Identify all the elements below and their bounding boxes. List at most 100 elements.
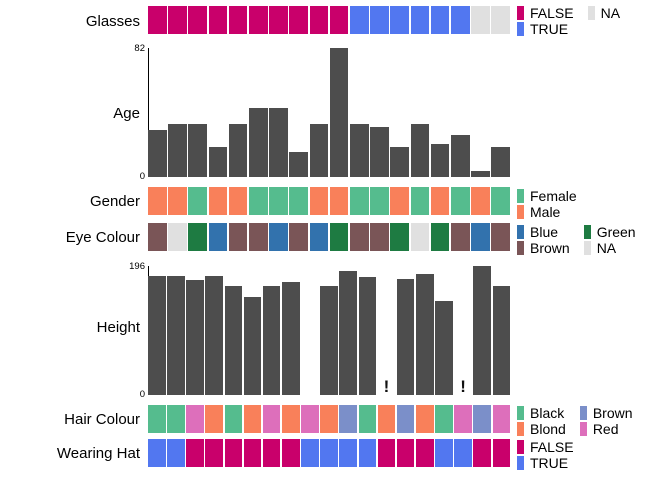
bar-slot-height-0: [148, 266, 166, 395]
bar: [167, 275, 185, 395]
cell-glasses-9: [329, 6, 349, 34]
bar: [435, 300, 453, 395]
bar-slot-age-11: [370, 48, 389, 177]
cell-hair-colour-5: [243, 405, 262, 433]
legend-item-green[interactable]: Green: [583, 225, 636, 239]
bar: [370, 126, 389, 177]
legend-swatch-icon: [517, 456, 524, 470]
bar: [471, 170, 490, 177]
cell-glasses-1: [168, 6, 187, 34]
cell-wearing-hat-8: [301, 439, 319, 467]
cell-hair-colour-15: [435, 405, 453, 433]
legend-item-true[interactable]: TRUE: [517, 456, 574, 470]
bar-slot-age-2: [188, 48, 208, 177]
bar-slot-age-1: [168, 48, 187, 177]
cell-eye-colour-10: [350, 223, 369, 251]
legend-item-na[interactable]: NA: [587, 5, 621, 21]
legend-glasses: FALSE NA TRUE: [517, 6, 620, 36]
bar: [249, 107, 268, 177]
cell-gender-9: [329, 187, 349, 215]
bar: [224, 285, 243, 395]
cell-hair-colour-18: [492, 405, 511, 433]
legend-swatch-icon: [517, 189, 524, 203]
legend-label: NA: [596, 240, 617, 256]
bar: [492, 285, 511, 395]
bar-slot-age-5: [249, 48, 268, 177]
legend-item-brown[interactable]: Brown: [579, 406, 633, 420]
cell-wearing-hat-14: [415, 439, 434, 467]
bar: [329, 48, 349, 177]
cell-hair-colour-9: [320, 405, 338, 433]
cell-glasses-7: [289, 6, 309, 34]
legend-label: Blue: [530, 224, 559, 240]
cell-gender-7: [289, 187, 309, 215]
legend-item-na[interactable]: NA: [583, 240, 636, 256]
cell-wearing-hat-9: [320, 439, 338, 467]
cell-eye-colour-3: [208, 223, 228, 251]
cell-gender-14: [430, 187, 450, 215]
legend-item-blue[interactable]: Blue: [517, 225, 570, 239]
cell-eye-colour-12: [390, 223, 410, 251]
bar: [148, 129, 167, 177]
cell-gender-4: [228, 187, 248, 215]
legend-item-false[interactable]: FALSE: [517, 440, 574, 454]
bar: [309, 123, 329, 177]
cell-hair-colour-3: [205, 405, 223, 433]
cell-glasses-2: [188, 6, 208, 34]
legend-item-brown[interactable]: Brown: [517, 241, 570, 255]
strip-gender: [148, 187, 511, 215]
bar-slot-age-9: [329, 48, 349, 177]
cell-eye-colour-7: [289, 223, 309, 251]
legend-item-blond[interactable]: Blond: [517, 422, 566, 436]
cell-wearing-hat-2: [186, 439, 204, 467]
bar-slot-height-13: [396, 266, 415, 395]
strip-eye-colour: [148, 223, 511, 251]
bar: [208, 147, 228, 177]
bar-slot-height-2: [186, 266, 204, 395]
legend-label: FALSE: [530, 439, 574, 455]
bar-slot-height-17: [473, 266, 491, 395]
bar-slot-age-16: [471, 48, 490, 177]
cell-gender-6: [269, 187, 288, 215]
legend-item-false[interactable]: FALSE: [517, 6, 574, 20]
legend-item-red[interactable]: Red: [579, 422, 633, 436]
legend-item-male[interactable]: Male: [517, 205, 577, 219]
strip-hair-colour: [148, 405, 511, 433]
cell-glasses-17: [491, 6, 511, 34]
cell-gender-5: [249, 187, 268, 215]
cell-eye-colour-16: [471, 223, 490, 251]
cell-eye-colour-1: [168, 223, 187, 251]
legend-item-true[interactable]: TRUE: [517, 22, 574, 36]
cell-hair-colour-10: [339, 405, 357, 433]
bar: [415, 273, 434, 395]
height-axis-min-label: 0: [139, 388, 145, 400]
bar-slot-age-6: [269, 48, 288, 177]
legend-item-black[interactable]: Black: [517, 406, 566, 420]
cell-glasses-15: [451, 6, 470, 34]
legend-item-female[interactable]: Female: [517, 189, 577, 203]
bar: [188, 123, 208, 177]
row-label-age: Age: [113, 105, 140, 122]
cell-hair-colour-13: [396, 405, 415, 433]
barpanel-age: 82 0: [134, 44, 511, 181]
legend-label: NA: [600, 5, 621, 21]
age-axis-max-label: 82: [134, 43, 145, 54]
cell-glasses-12: [390, 6, 410, 34]
cell-hair-colour-4: [224, 405, 243, 433]
cell-hair-colour-17: [473, 405, 491, 433]
cell-glasses-6: [269, 6, 288, 34]
bar: [396, 278, 415, 395]
cell-wearing-hat-15: [435, 439, 453, 467]
bar: [289, 151, 309, 177]
bar: [410, 123, 430, 177]
bar: [491, 147, 511, 177]
cell-eye-colour-2: [188, 223, 208, 251]
legend-swatch-icon: [517, 225, 524, 239]
bar: [148, 275, 166, 395]
bar-slot-height-5: [243, 266, 262, 395]
bar-slot-height-9: [320, 266, 338, 395]
cell-eye-colour-5: [249, 223, 268, 251]
bar-slot-height-10: [339, 266, 357, 395]
bar-slot-age-0: [148, 48, 167, 177]
